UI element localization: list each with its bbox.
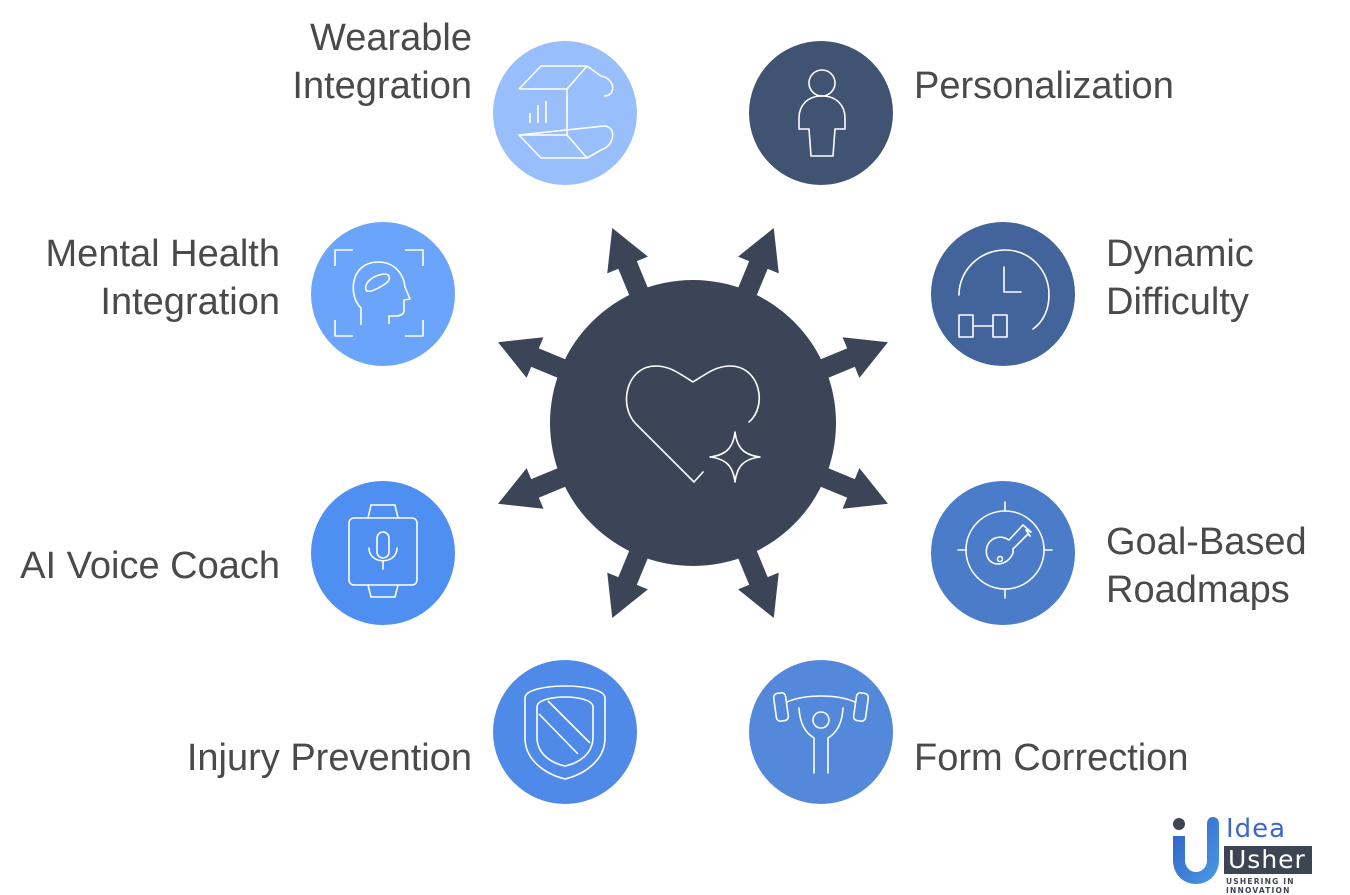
label-line: AI Voice Coach bbox=[20, 545, 280, 587]
label-dynamic-difficulty: Dynamic Difficulty bbox=[1106, 230, 1254, 326]
label-line: Form Correction bbox=[914, 737, 1189, 779]
heart-sparkle-icon bbox=[625, 365, 761, 483]
target-key-icon bbox=[957, 501, 1053, 599]
logo-text-usher: Usher bbox=[1224, 846, 1312, 874]
person-icon bbox=[798, 69, 846, 157]
label-line: Personalization bbox=[914, 65, 1174, 107]
label-line: Wearable bbox=[310, 17, 472, 59]
smartwatch-microphone-icon bbox=[348, 504, 418, 598]
label-form-correction: Form Correction bbox=[914, 734, 1189, 782]
label-line: Difficulty bbox=[1106, 281, 1249, 323]
center-hub bbox=[550, 280, 836, 566]
shield-icon bbox=[524, 685, 606, 780]
node-mental-health-integration bbox=[311, 222, 455, 366]
label-personalization: Personalization bbox=[914, 62, 1174, 110]
node-ai-voice-coach bbox=[311, 481, 455, 625]
wearable-band-icon bbox=[518, 65, 614, 159]
node-injury-prevention bbox=[493, 660, 637, 804]
head-brain-scan-icon bbox=[334, 249, 424, 337]
label-line: Injury Prevention bbox=[186, 737, 472, 779]
label-injury-prevention: Injury Prevention bbox=[187, 734, 472, 782]
label-line: Integration bbox=[292, 65, 472, 107]
logo-tagline: USHERING IN INNOVATION bbox=[1226, 877, 1295, 895]
label-line: Dynamic bbox=[1106, 233, 1254, 275]
node-wearable-integration bbox=[493, 41, 637, 185]
node-form-correction bbox=[749, 660, 893, 804]
idea-usher-logo: Idea Usher USHERING IN INNOVATION bbox=[1168, 814, 1346, 895]
label-mental-health-integration: Mental Health Integration bbox=[46, 230, 280, 326]
weightlifter-icon bbox=[772, 692, 870, 774]
node-goal-based-roadmaps bbox=[931, 481, 1075, 625]
label-ai-voice-coach: AI Voice Coach bbox=[20, 542, 280, 590]
label-goal-based-roadmaps: Goal-Based Roadmaps bbox=[1106, 518, 1307, 614]
logo-text-idea: Idea bbox=[1226, 814, 1287, 844]
label-line: Mental Health bbox=[45, 233, 280, 275]
label-line: Roadmaps bbox=[1106, 569, 1290, 611]
logo-mark-icon bbox=[1173, 817, 1219, 884]
clock-dumbbell-icon bbox=[958, 249, 1050, 338]
label-line: Integration bbox=[100, 281, 280, 323]
label-line: Goal-Based bbox=[1106, 521, 1307, 563]
label-wearable-integration: Wearable Integration bbox=[292, 14, 472, 110]
node-dynamic-difficulty bbox=[931, 222, 1075, 366]
node-personalization bbox=[749, 41, 893, 185]
